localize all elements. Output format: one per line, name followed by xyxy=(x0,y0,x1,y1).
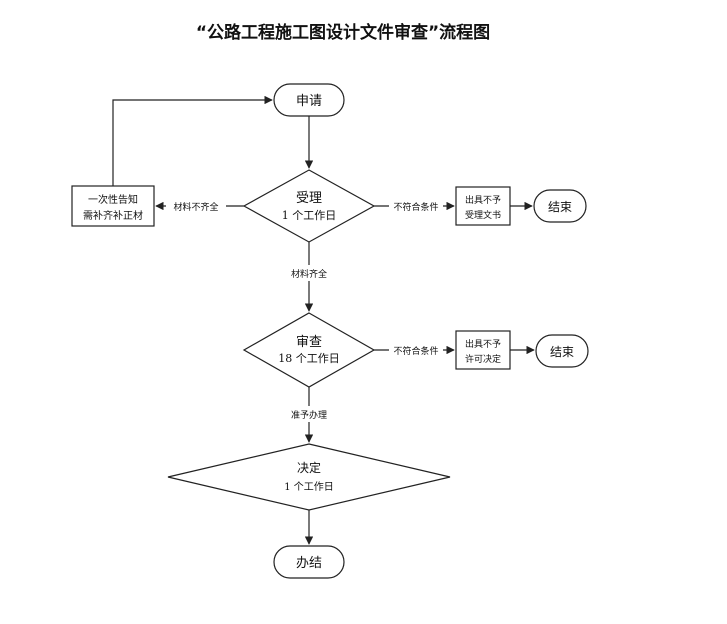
reject-accept-line2: 受理文书 xyxy=(465,209,501,221)
end1-label: 结束 xyxy=(548,200,572,214)
arrow-notify-to-apply xyxy=(112,95,273,186)
approve-label: 准予办理 xyxy=(291,409,327,421)
not-qualified-2-label: 不符合条件 xyxy=(393,345,438,357)
decide-title: 决定 xyxy=(297,460,321,475)
done-node xyxy=(273,545,345,579)
accept-days: 1 个工作日 xyxy=(282,209,337,222)
end1-node xyxy=(533,189,587,223)
review-title: 审查 xyxy=(296,335,322,350)
notify-line2: 需补齐补正材 xyxy=(83,209,143,222)
reject-accept-box xyxy=(455,186,511,226)
end2-label: 结束 xyxy=(550,345,574,359)
decide-days: 1 个工作日 xyxy=(284,481,334,493)
notify-line1: 一次性告知 xyxy=(88,193,138,206)
reject-permit-line1: 出具不予 xyxy=(465,338,501,350)
notify-box xyxy=(71,185,155,227)
decide-decision xyxy=(167,443,451,511)
accept-title: 受理 xyxy=(296,191,322,206)
done-label: 办结 xyxy=(296,556,322,571)
end2-node xyxy=(535,334,589,368)
accept-decision xyxy=(242,169,376,243)
review-days: 18 个工作日 xyxy=(278,352,340,365)
review-decision xyxy=(242,312,376,388)
apply-label: 申请 xyxy=(296,94,322,109)
not-qualified-1-label: 不符合条件 xyxy=(393,201,438,213)
reject-accept-line1: 出具不予 xyxy=(465,194,501,206)
materials-incomplete-label: 材料不齐全 xyxy=(173,201,218,213)
reject-permit-line2: 许可决定 xyxy=(465,353,501,365)
diagram-title: “公路工程施工图设计文件审查”流程图 xyxy=(196,22,490,43)
reject-permit-box xyxy=(455,330,511,370)
materials-complete-label: 材料齐全 xyxy=(291,268,327,280)
